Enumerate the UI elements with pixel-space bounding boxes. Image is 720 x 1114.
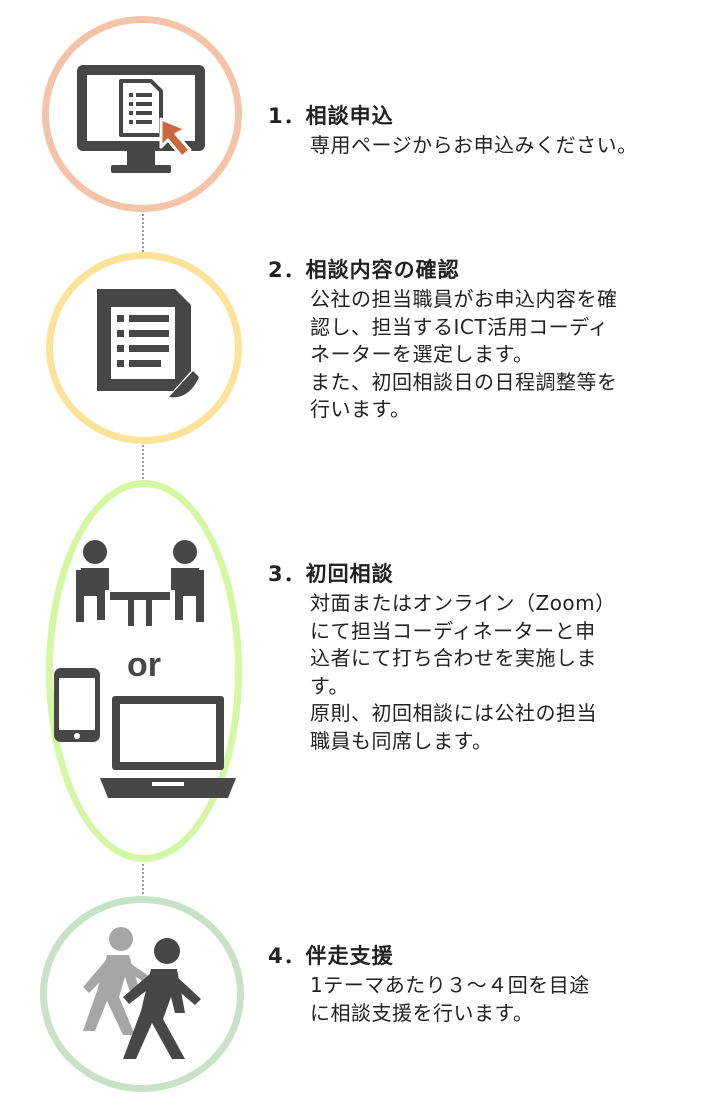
document-list-icon (97, 289, 199, 398)
step2-text: 2．相談内容の確認 公社の担当職員がお申込内容を確 認し、担当するICT活用コー… (268, 254, 618, 424)
walker-front-icon (123, 938, 201, 1059)
step-description: 1テーマあたり３～４回を目途 に相談支援を行います。 (310, 973, 590, 1025)
step-title: 3．初回相談 (268, 562, 394, 586)
or-label: or (127, 646, 161, 684)
cursor-arrow-icon (159, 117, 192, 159)
step1-text: 1．相談申込 専用ページからお申込みください。 (268, 100, 638, 160)
step3-ring (46, 480, 242, 862)
meeting-or-online-icon: or (54, 540, 236, 798)
step-description: 対面またはオンライン（Zoom） にて担当コーディネーターと申 込者にて打ち合わ… (310, 591, 616, 753)
step3-text: 3．初回相談 対面またはオンライン（Zoom） にて担当コーディネーターと申 込… (268, 558, 616, 755)
step1-ring (42, 16, 242, 212)
connector-1-2 (142, 210, 144, 252)
meeting-table-icon (76, 540, 204, 626)
walker-back-icon (83, 927, 153, 1035)
step4-text: 4．伴走支援 1テーマあたり３～４回を目途 に相談支援を行います。 (268, 940, 590, 1027)
smartphone-icon (54, 668, 100, 742)
step-title: 2．相談内容の確認 (268, 258, 460, 282)
step-description: 公社の担当職員がお申込内容を確 認し、担当するICT活用コーディ ネーターを選定… (310, 287, 618, 421)
step2-ring (46, 252, 242, 444)
step-description: 専用ページからお申込みください。 (310, 133, 638, 157)
step-title: 4．伴走支援 (268, 944, 394, 968)
monitor-click-icon (77, 65, 205, 173)
connector-2-3 (142, 442, 144, 482)
step-title: 1．相談申込 (268, 104, 394, 128)
walking-together-icon (83, 927, 201, 1059)
connector-3-4 (142, 860, 144, 898)
laptop-icon (100, 696, 236, 798)
step4-ring (40, 896, 244, 1092)
